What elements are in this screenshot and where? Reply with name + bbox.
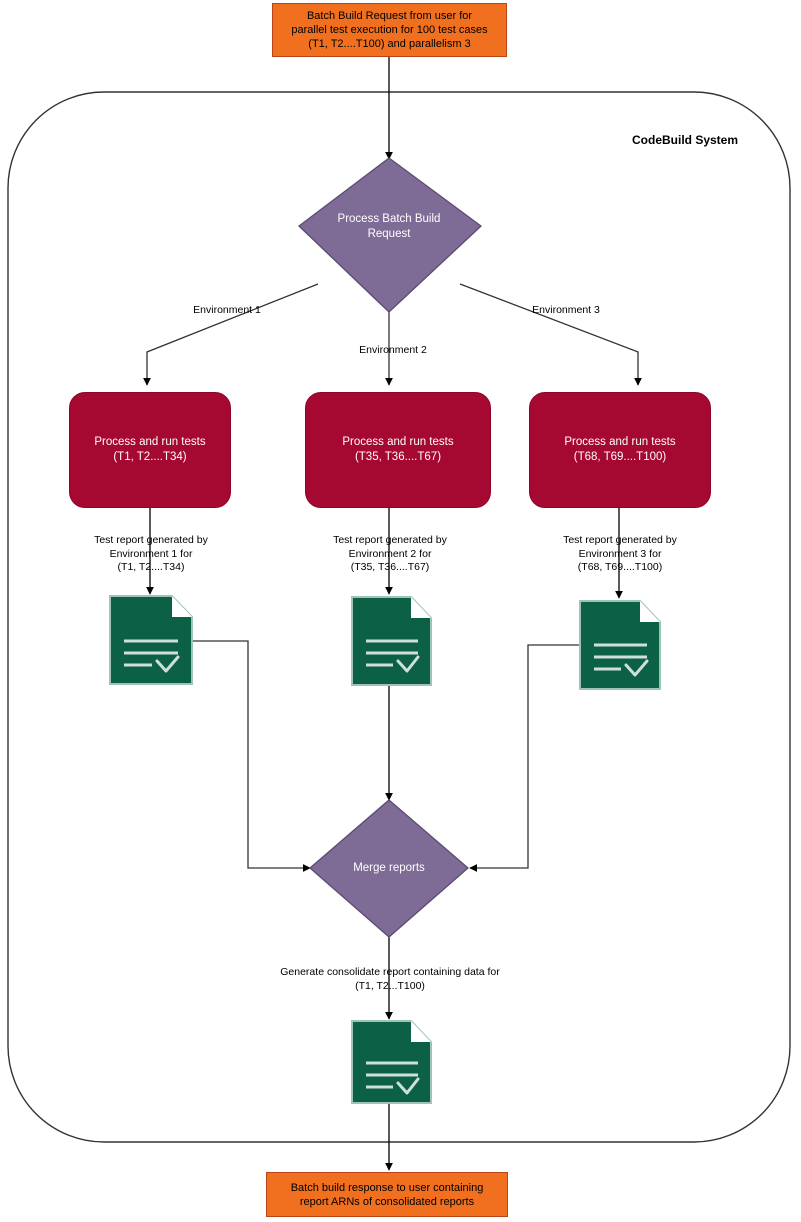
env3-process-node: Process and run tests (T68, T69....T100): [529, 392, 711, 508]
edge-label-report1: Test report generated by Environment 1 f…: [94, 534, 208, 573]
edge-report3-to-merge: [469, 644, 580, 872]
edge-label-report3: Test report generated by Environment 3 f…: [563, 534, 677, 573]
merge-reports-label: Merge reports: [353, 862, 425, 874]
edge-process-to-env1: [143, 283, 319, 386]
edge-label-report2: Test report generated by Environment 2 f…: [333, 534, 447, 573]
codebuild-system-label: CodeBuild System: [632, 133, 739, 147]
edge-label-consolidated-report: Generate consolidate report containing d…: [280, 966, 500, 992]
report3-document-icon: [579, 600, 661, 690]
edge-report1-to-merge: [192, 640, 311, 872]
batch-build-request-label: Batch Build Request from user for parall…: [291, 10, 488, 50]
env1-process-node: Process and run tests (T1, T2....T34): [69, 392, 231, 508]
edge-label-environment-3: Environment 3: [532, 304, 600, 316]
env2-process-node: Process and run tests (T35, T36....T67): [305, 392, 491, 508]
edge-label-environment-1: Environment 1: [193, 304, 261, 316]
edge-label-environment-2: Environment 2: [359, 344, 427, 356]
batch-build-response-label: Batch build response to user containing …: [290, 1181, 484, 1208]
batch-build-request-node: Batch Build Request from user for parall…: [272, 3, 507, 57]
env2-process-label: Process and run tests (T35, T36....T67): [342, 436, 454, 463]
env1-process-label: Process and run tests (T1, T2....T34): [94, 436, 206, 463]
batch-build-response-node: Batch build response to user containing …: [266, 1172, 508, 1217]
consolidated-report-document-icon: [351, 1020, 432, 1104]
process-batch-build-label: Process Batch Build Request: [337, 213, 441, 240]
report1-document-icon: [109, 595, 193, 685]
report2-document-icon: [351, 596, 432, 686]
env3-process-label: Process and run tests (T68, T69....T100): [564, 436, 676, 463]
edge-process-to-env3: [459, 283, 642, 386]
